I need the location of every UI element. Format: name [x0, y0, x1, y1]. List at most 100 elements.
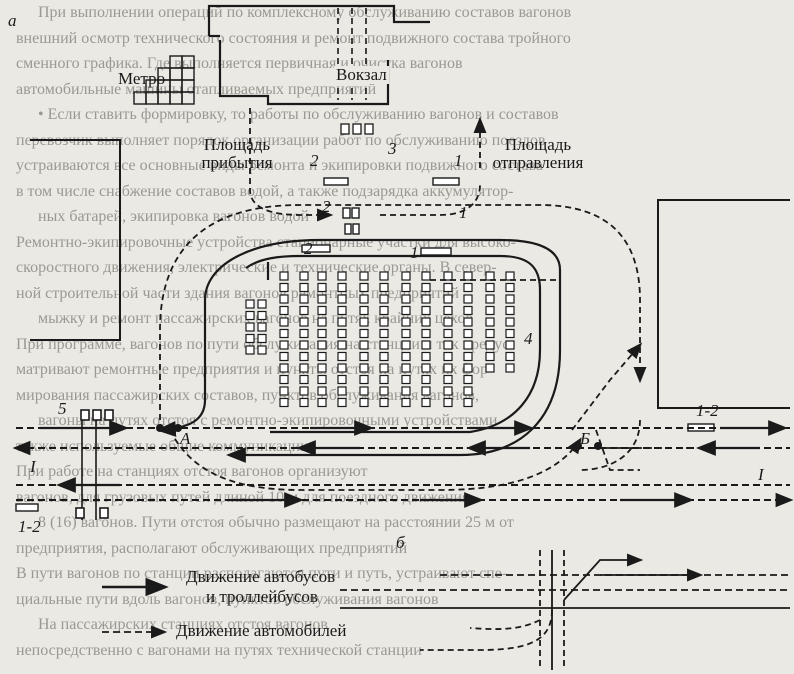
marker-1-2-left: 1-2 [18, 517, 41, 536]
parking-space [485, 328, 495, 339]
parking-space [505, 271, 515, 281]
parking-space [299, 351, 309, 362]
parking-space [317, 271, 327, 281]
parking-space [359, 397, 369, 408]
parking-space [401, 294, 411, 304]
parking-space [443, 294, 453, 304]
parking-space [463, 386, 473, 396]
parking-space [337, 386, 347, 396]
background-text-line: При выполнении операций по комплексному … [38, 4, 572, 21]
parking-space [443, 271, 453, 281]
parking-space [443, 340, 453, 350]
parking-space [279, 340, 289, 350]
parking-space [401, 374, 411, 385]
parking-space [359, 305, 369, 316]
legend-arrows [102, 577, 169, 639]
parking-space [299, 374, 309, 385]
parking-space [443, 374, 453, 385]
parking-space [317, 363, 327, 373]
parking-space [463, 374, 473, 385]
parking-space [505, 282, 515, 293]
parking-space [401, 271, 411, 281]
parking-space [245, 299, 255, 309]
parking-space [245, 333, 255, 344]
parking-space [337, 397, 347, 408]
parking-space [463, 305, 473, 316]
legend-bus-label-1: Движение автобусов [186, 567, 336, 586]
parking-space [421, 294, 431, 304]
parking-space [257, 345, 267, 355]
parking-space [421, 363, 431, 373]
parking-space [359, 340, 369, 350]
parking-space [505, 294, 515, 304]
marker-2-mid: 2 [322, 197, 331, 216]
parking-space [463, 294, 473, 304]
parking-space [279, 294, 289, 304]
background-text-line: вагоны на путях отстоя с ремонтно-экипир… [38, 412, 498, 429]
metro-label: Метро [118, 69, 166, 88]
parking-space [379, 294, 389, 304]
parking-space [443, 363, 453, 373]
background-text-line: Ремонтно-экипировочные устройства стацио… [16, 233, 516, 251]
parking-space [337, 351, 347, 362]
parking-space [401, 363, 411, 373]
marker-3: 3 [388, 139, 397, 158]
marker-1-low: 1 [410, 243, 419, 262]
parking-space [379, 363, 389, 373]
parking-space [359, 282, 369, 293]
parking-space [463, 351, 473, 362]
parking-space [337, 305, 347, 316]
background-text-line: вагонов, для грузовых путей длиной 10 м … [16, 488, 470, 506]
parking-space [359, 317, 369, 327]
parking-space [379, 386, 389, 396]
parking-space [485, 340, 495, 350]
background-text-line: устраиваются все основные виды ремонта и… [16, 157, 544, 174]
departure-square-line2: отправления [492, 153, 584, 172]
parking-space [299, 271, 309, 281]
parking-space [317, 282, 327, 293]
background-text-line: матривают ремонтные предприятия и пункты… [16, 361, 494, 378]
background-text-line: При программе, вагонов по пути обслужива… [16, 335, 515, 353]
background-text-line: скоростного движения, электрические и те… [16, 259, 497, 276]
parking-space [317, 317, 327, 327]
junction-dots [156, 424, 602, 450]
parking-space [379, 351, 389, 362]
parking-space [337, 282, 347, 293]
parking-lot [245, 271, 515, 408]
parking-space [505, 305, 515, 316]
parking-space [485, 317, 495, 327]
parking-space [463, 317, 473, 327]
parking-space [279, 397, 289, 408]
parking-space [401, 386, 411, 396]
parking-space [421, 271, 431, 281]
parking-space [257, 322, 267, 332]
parking-space [505, 328, 515, 339]
marker-1-top: 1 [454, 151, 463, 170]
parking-space [485, 351, 495, 362]
departure-square-line1: Площадь [504, 135, 572, 154]
legend-car-label: Движение автомобилей [176, 621, 347, 640]
parking-space [421, 317, 431, 327]
parking-space [317, 328, 327, 339]
parking-space [359, 294, 369, 304]
parking-space [401, 282, 411, 293]
parking-space [443, 397, 453, 408]
background-text-line: перевозчик выполняет порядок организации… [16, 131, 546, 149]
track-I-left: I [30, 457, 36, 476]
parking-space [359, 351, 369, 362]
parking-space [485, 271, 495, 281]
parking-space [317, 305, 327, 316]
parking-space [257, 333, 267, 344]
parking-space [463, 328, 473, 339]
parking-space [245, 322, 255, 332]
parking-space [299, 317, 309, 327]
parking-space [505, 340, 515, 350]
track-I-right: I [758, 465, 764, 484]
parking-space [421, 374, 431, 385]
parking-space [317, 374, 327, 385]
parking-space [337, 374, 347, 385]
parking-space [337, 328, 347, 339]
parking-space [257, 299, 267, 309]
parking-space [299, 305, 309, 316]
